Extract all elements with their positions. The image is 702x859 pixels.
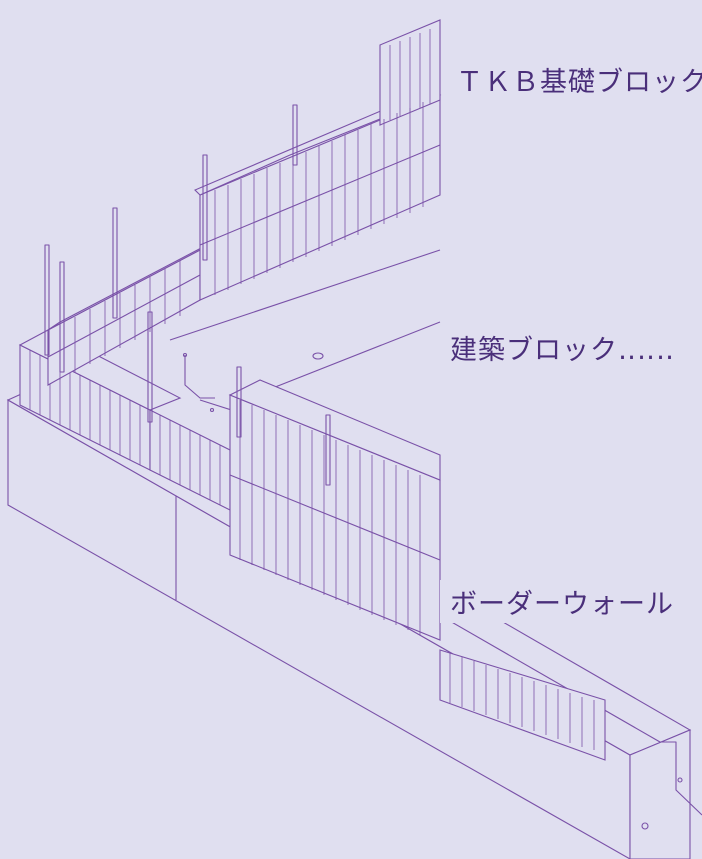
building-block-wall [228, 379, 606, 761]
rebar-rods [44, 104, 331, 486]
border-wall-label: ボーダーウォール [440, 580, 680, 623]
tkb-foundation-block-wall [47, 19, 442, 386]
tkb-foundation-block-label: ＴＫＢ基礎ブロック [446, 58, 702, 101]
building-block-label: 建築ブロック‥‥‥ [440, 326, 682, 369]
